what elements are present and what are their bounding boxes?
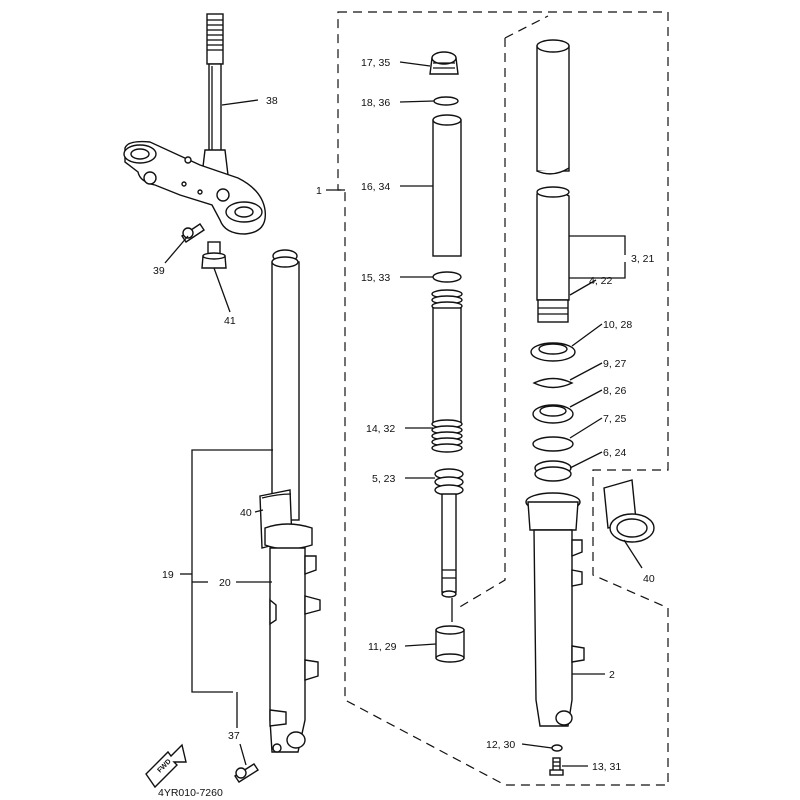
callout-3-21: 3, 21 [631,253,655,265]
slide-metal-part [534,460,572,482]
callout-39: 39 [153,265,165,277]
callout-40-right: 40 [643,573,655,585]
retaining-clip-part [532,377,574,389]
leader-lines [164,61,643,767]
right-fork-guard-part [603,479,655,543]
fwd-arrow: FWD [145,743,187,789]
callout-13-31: 13, 31 [592,761,621,773]
callout-6-24: 6, 24 [603,447,627,459]
drain-washer-part [551,744,563,752]
callout-37: 37 [228,730,240,742]
assembly-boundary [337,11,669,786]
callout-18-36: 18, 36 [361,97,390,109]
spring-seat-part [432,271,462,283]
callout-17-35: 17, 35 [361,57,390,69]
callout-20: 20 [219,577,231,589]
right-outer-tube-part [525,492,585,727]
damper-rod-part [434,468,464,598]
callout-40-left: 40 [240,507,252,519]
collar-part [201,241,227,269]
callout-19: 19 [162,569,174,581]
drain-bolt-part [549,757,564,776]
callout-8-26: 8, 26 [603,385,627,397]
callout-7-25: 7, 25 [603,413,627,425]
callout-9-27: 9, 27 [603,358,627,370]
oil-lock-piece-part [435,625,465,663]
fork-spring-part [431,289,463,453]
callout-4-22: 4, 22 [589,275,613,287]
callout-10-28: 10, 28 [603,319,632,331]
diagram-code: 4YR010-7260 [158,787,223,799]
callout-38: 38 [266,95,278,107]
callout-11-29: 11, 29 [368,641,397,653]
o-ring-part [433,96,459,106]
subassembly-divider [457,15,549,609]
callout-14-32: 14, 32 [366,423,395,435]
left-outer-tube-part [264,523,321,753]
steering-stem-part [201,13,229,176]
callout-12-30: 12, 30 [486,739,515,751]
right-inner-tube-part [536,39,570,323]
cap-bolt-part [429,51,459,75]
callout-1: 1 [316,185,322,197]
callout-5-23: 5, 23 [372,473,396,485]
callout-15-33: 15, 33 [361,272,390,284]
axle-bolt-part [234,763,259,783]
spacer-tube-part [432,114,462,257]
under-bracket-part [123,140,267,235]
callout-2: 2 [609,669,615,681]
callout-16-34: 16, 34 [361,181,390,193]
dust-seal-part [530,342,576,362]
callout-41: 41 [224,315,236,327]
left-inner-tube-part [271,249,300,521]
washer-part [532,436,574,452]
oil-seal-part [532,404,574,424]
